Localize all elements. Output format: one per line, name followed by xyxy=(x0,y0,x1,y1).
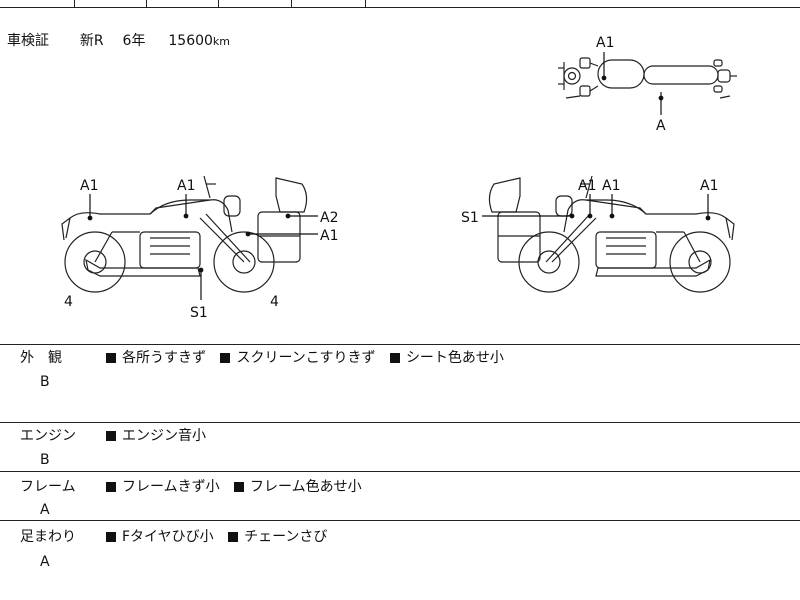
section-divider xyxy=(0,520,800,521)
section-category: フレーム xyxy=(20,479,76,495)
section-notes: フレームきず小 フレーム色あせ小 xyxy=(106,479,372,495)
note-item: スクリーンこすりきず xyxy=(236,350,376,366)
square-bullet-icon xyxy=(389,353,400,363)
square-bullet-icon xyxy=(106,431,116,441)
square-bullet-icon xyxy=(228,532,239,542)
top-row-divider xyxy=(218,0,219,7)
square-bullet-icon xyxy=(106,353,116,363)
section-grade: B xyxy=(40,374,50,390)
section-category: 外 観 xyxy=(20,350,62,366)
right-side-motorcycle xyxy=(488,175,735,293)
note-item: フレーム色あせ小 xyxy=(250,479,362,495)
left-side-markers xyxy=(87,194,318,300)
registration-label: 車検証 xyxy=(7,33,49,49)
note-item: Fタイヤひび小 xyxy=(122,529,214,545)
square-bullet-icon xyxy=(106,482,116,492)
note-item: シート色あせ小 xyxy=(405,350,504,366)
label-left-4-rear: 4 xyxy=(64,294,73,310)
square-bullet-icon xyxy=(106,532,116,542)
label-top-a1: A1 xyxy=(596,35,614,51)
label-top-a: A xyxy=(656,118,666,134)
section-category: エンジン xyxy=(20,428,76,444)
registration-years: 6年 xyxy=(122,33,146,49)
mileage-unit: km xyxy=(212,35,231,48)
top-row-divider xyxy=(291,0,292,7)
section-grade: A xyxy=(40,502,50,518)
label-left-s1: S1 xyxy=(190,305,208,321)
top-row-divider xyxy=(74,0,75,7)
section-notes: 各所うすきず スクリーンこすりきず シート色あせ小 xyxy=(106,350,514,366)
diagram-label-group: A1 A A1 A1 A2 A1 4 4 S1 S1 A1 A1 A1 xyxy=(64,35,718,321)
note-item: フレームきず小 xyxy=(122,479,220,495)
section-category: 足まわり xyxy=(20,529,76,545)
label-right-a1-front: A1 xyxy=(578,178,596,194)
top-row-divider xyxy=(365,0,366,7)
section-divider xyxy=(0,422,800,423)
label-left-4-front: 4 xyxy=(270,294,279,310)
label-left-a1-side: A1 xyxy=(320,228,338,244)
section-grade: A xyxy=(40,554,50,570)
label-left-a1-rear: A1 xyxy=(80,178,98,194)
top-view-motorcycle xyxy=(558,57,737,99)
section-divider xyxy=(0,344,800,345)
label-right-a1-tank: A1 xyxy=(602,178,620,194)
note-item: 各所うすきず xyxy=(122,350,206,366)
label-right-s1: S1 xyxy=(461,210,479,226)
damage-diagram: A1 A A1 A1 A2 A1 4 4 S1 S1 A1 A1 A1 xyxy=(61,35,737,321)
section-notes: エンジン音小 xyxy=(106,428,216,444)
note-item: エンジン音小 xyxy=(122,428,206,444)
top-view-markers xyxy=(601,52,664,115)
note-item: チェーンさび xyxy=(244,529,328,545)
registration-line: 車検証 新R 6年 15600km xyxy=(7,33,230,50)
section-grade: B xyxy=(40,452,50,468)
square-bullet-icon xyxy=(234,482,245,492)
mileage-value: 15600 xyxy=(168,33,213,49)
label-left-a1-tank: A1 xyxy=(177,178,195,194)
label-right-a1-rear: A1 xyxy=(700,178,718,194)
label-left-a2: A2 xyxy=(320,210,338,226)
top-row-divider xyxy=(146,0,147,7)
square-bullet-icon xyxy=(220,353,231,363)
section-notes: Fタイヤひび小 チェーンさび xyxy=(106,529,337,545)
top-row-border xyxy=(0,7,800,8)
registration-value: 新R xyxy=(79,33,104,49)
section-divider xyxy=(0,471,800,472)
left-side-motorcycle xyxy=(61,175,308,293)
right-side-markers xyxy=(482,194,711,221)
